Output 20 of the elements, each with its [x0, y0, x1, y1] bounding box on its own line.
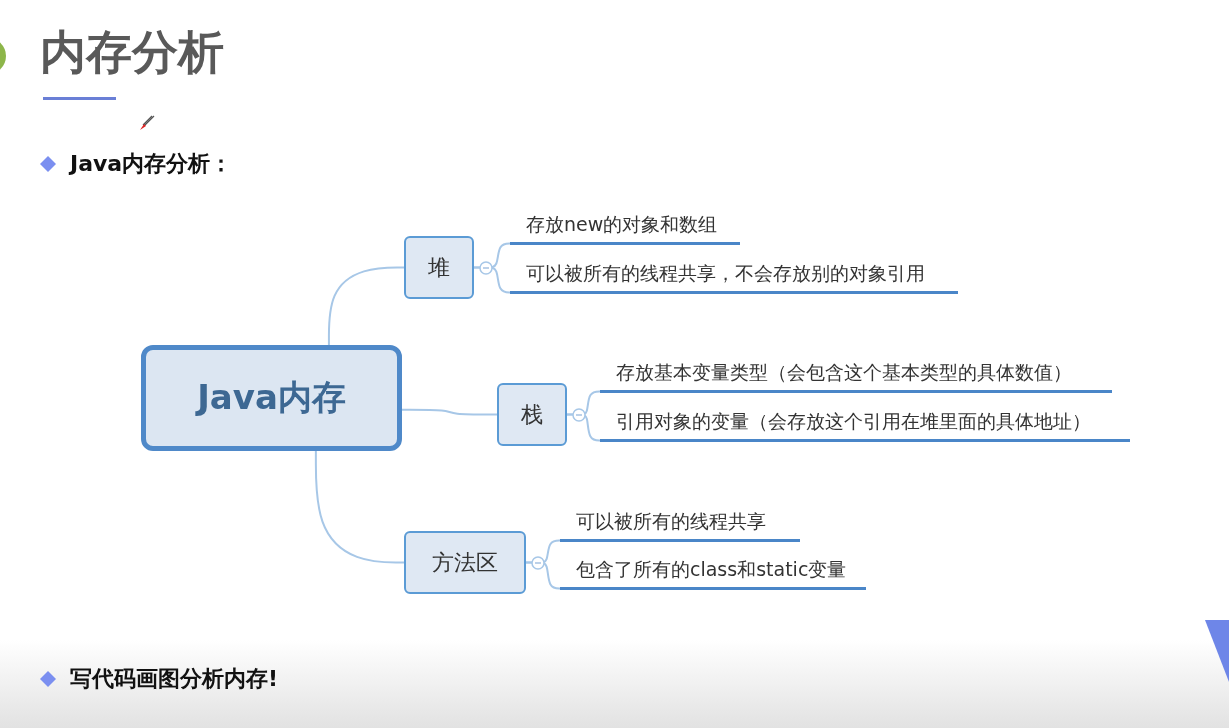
subtopic-text: 可以被所有的线程共享 [576, 510, 766, 533]
topic-box [404, 531, 526, 594]
branch-line [327, 266, 405, 346]
branch-line [401, 408, 498, 416]
subtopic-text: 引用对象的变量（会存放这个引用在堆里面的具体地址） [616, 410, 1091, 433]
subtopic-text: 存放基本变量类型（会包含这个基本类型的具体数值） [616, 361, 1072, 384]
central-topic-box [141, 345, 402, 451]
topic-box [497, 383, 567, 446]
branch-line [314, 450, 405, 564]
bullet-text: 写代码画图分析内存! [70, 665, 279, 693]
central-topic-text: Java内存 [197, 376, 346, 419]
topic-text: 方法区 [432, 548, 498, 577]
bullet-text: Java内存分析： [70, 150, 233, 178]
topic-box [404, 236, 474, 299]
topic-text: 栈 [521, 400, 543, 429]
topic-text: 堆 [428, 253, 450, 282]
subtopic-text: 包含了所有的class和static变量 [576, 558, 847, 581]
subtopic-text: 存放new的对象和数组 [526, 213, 718, 236]
subtopic-text: 可以被所有的线程共享，不会存放别的对象引用 [526, 262, 925, 285]
slide-title: 内存分析 [40, 24, 224, 80]
